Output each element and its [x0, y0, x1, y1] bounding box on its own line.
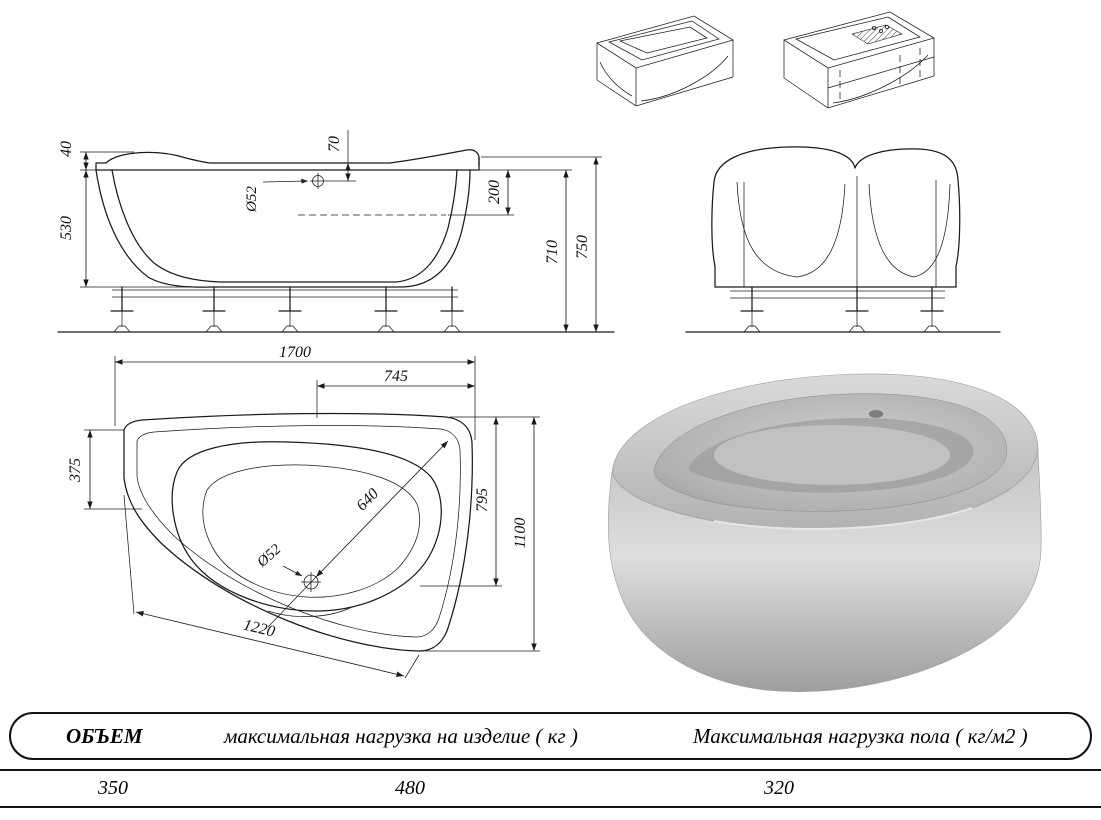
render-3d-bathtub — [607, 373, 1042, 692]
bowl-floor-highlight — [714, 425, 950, 485]
dim-530-label: 530 — [58, 216, 75, 240]
front-elevation-view: 40 530 70 Ø52 200 710 750 — [57, 130, 615, 333]
iso-thumbnail-bare-tub — [596, 15, 734, 107]
iso-thumbnail-tub-with-frame — [783, 11, 935, 109]
dim-375-label: 375 — [67, 458, 84, 483]
dim-710-label: 710 — [544, 240, 561, 264]
dim-1100-label: 1100 — [512, 518, 529, 549]
tub-inner-rim — [136, 425, 461, 638]
spec-product-load-header: максимальная нагрузка на изделие ( кг ) — [224, 724, 578, 748]
spec-product-load-value: 480 — [395, 777, 425, 799]
dim-dia52-plan-label: Ø52 — [254, 541, 285, 571]
support-legs — [110, 286, 464, 333]
spec-floor-load-header: Максимальная нагрузка пола ( кг/м2 ) — [693, 724, 1028, 748]
dim-70-label: 70 — [326, 136, 343, 152]
support-legs — [740, 286, 944, 333]
dim-750-label: 750 — [574, 235, 591, 259]
spec-table-values: 350 480 320 — [0, 769, 1101, 808]
hatch-area — [851, 24, 903, 45]
tub-outline — [95, 149, 480, 298]
end-elevation-view — [685, 146, 1001, 333]
dim-1220-label: 1220 — [242, 617, 277, 641]
dim-40-label: 40 — [58, 141, 75, 157]
dim-dia52-front-label: Ø52 — [244, 186, 260, 213]
overflow-symbol — [310, 173, 326, 189]
spec-table-header: ОБЪЕМ максимальная нагрузка на изделие (… — [9, 712, 1092, 760]
dim-795-label: 795 — [474, 488, 491, 512]
rim-edge-highlight — [713, 507, 973, 531]
dim-745-label: 745 — [384, 368, 408, 385]
drain-hole — [868, 410, 884, 418]
dim-200-label: 200 — [486, 180, 503, 204]
plan-dimensions: 1700 745 375 795 1100 640 Ø52 1220 — [67, 344, 540, 679]
spec-volume-header: ОБЪЕМ — [66, 724, 143, 748]
plan-view: 1700 745 375 795 1100 640 Ø52 1220 — [67, 344, 540, 679]
dim-640-label: 640 — [353, 485, 382, 514]
spec-floor-load-value: 320 — [764, 777, 794, 799]
dim-1700-label: 1700 — [279, 344, 311, 361]
bowl-outline — [171, 441, 442, 612]
spec-volume-value: 350 — [98, 777, 128, 799]
tub-outer-rim — [123, 412, 473, 652]
front-dimensions: 40 530 70 Ø52 200 710 750 — [58, 130, 602, 332]
